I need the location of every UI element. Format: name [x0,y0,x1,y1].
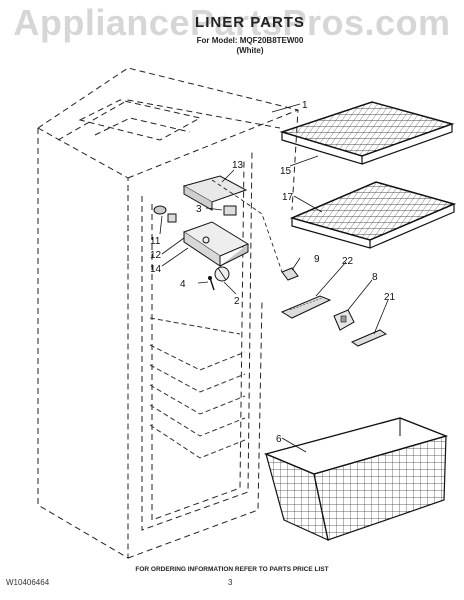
callout-15: 15 [280,166,292,177]
callout-13: 13 [232,160,244,171]
callout-2: 2 [234,296,240,307]
callout-21: 21 [384,292,396,303]
callout-3: 3 [196,204,202,215]
wire-connector [281,267,299,281]
callout-4: 4 [180,279,186,290]
callout-1: 1 [302,100,308,111]
callout-14: 14 [150,264,162,275]
ordering-note: FOR ORDERING INFORMATION REFER TO PARTS … [135,566,329,573]
watermark: AppliancePartsPros.com [13,2,451,43]
light-housing-cover [182,175,248,211]
model-line: For Model: MQF20B8TEW00 [196,36,304,45]
callout-6: 6 [276,434,282,445]
vent-grille [280,295,332,319]
callout-numbers: 1 15 17 13 3 11 12 14 9 22 8 4 2 21 6 [150,100,396,445]
wire-shelf-upper [279,101,455,165]
diagram-title: LINER PARTS [195,14,305,31]
callout-11: 11 [150,236,161,247]
wire-basket [263,417,449,542]
trim-strip [350,329,388,347]
light-housing [182,221,250,267]
color-line: (White) [236,46,264,55]
liner-floor-ribs [149,317,246,459]
socket-part [153,205,177,223]
callout-17: 17 [282,192,294,203]
liner-outline [37,67,299,559]
callout-9: 9 [314,254,320,265]
callout-12: 12 [150,250,162,261]
callout-8: 8 [372,272,378,283]
wire-shelf-lower [289,181,457,249]
control-switch [333,309,355,331]
screw [208,276,215,291]
light-bulb [214,266,230,282]
page-number: 3 [228,578,233,587]
leader-lines [159,103,389,453]
document-number: W10406464 [6,578,50,587]
callout-22: 22 [342,256,354,267]
switch-part [223,205,237,216]
